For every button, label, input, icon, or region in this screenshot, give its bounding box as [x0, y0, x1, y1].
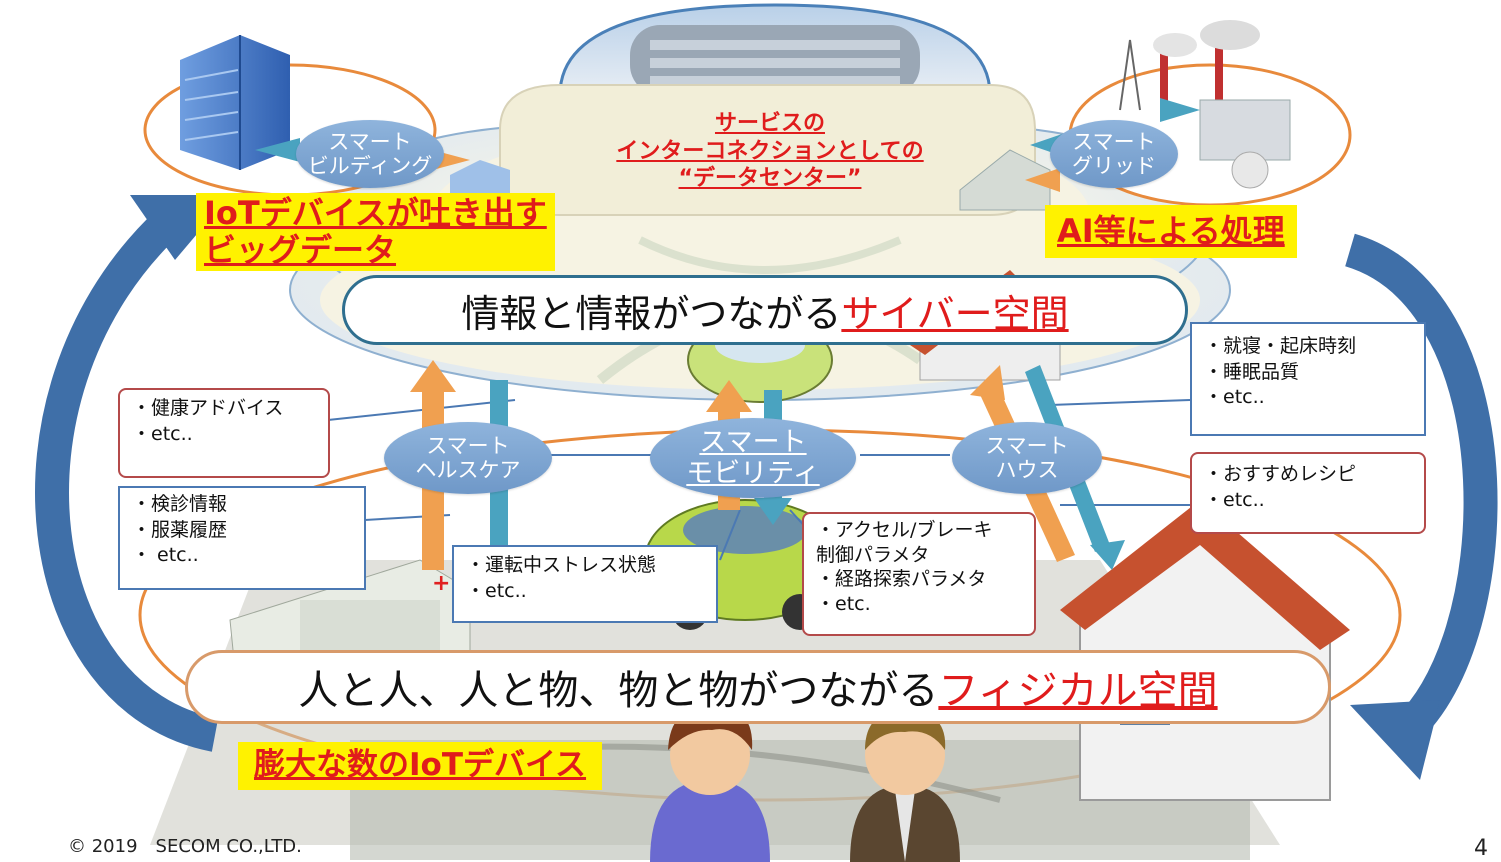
cyber-space-banner: 情報と情報がつながるサイバー空間 — [342, 275, 1188, 345]
smart-healthcare-bubble: スマート ヘルスケア — [384, 422, 552, 494]
smart-healthcare-line-2: ヘルスケア — [415, 458, 521, 482]
svg-text:+: + — [432, 571, 450, 596]
accel-line-2: 制御パラメタ — [816, 543, 930, 566]
smart-building-line-1: スマート — [328, 129, 412, 154]
smart-mobility-bubble: スマート モビリティ — [650, 418, 856, 498]
checkup-line-2: ・服薬履歴 — [132, 518, 228, 541]
datacenter-title-line-2: インターコネクションとしての — [616, 138, 924, 164]
cyber-space-prefix: 情報と情報がつながる — [461, 291, 842, 336]
iot-bigdata-line-2: ビッグデータ — [204, 230, 397, 269]
driving-stress-box: ・運転中ストレス状態 ・etc.. — [452, 545, 718, 623]
checkup-line-3: ・ etc.. — [132, 544, 199, 567]
accel-line-1: ・アクセル/ブレーキ — [816, 519, 993, 541]
smart-grid-bubble: スマート グリッド — [1050, 120, 1178, 188]
accel-brake-box: ・アクセル/ブレーキ 制御パラメタ ・経路探索パラメタ ・etc. — [802, 512, 1036, 636]
physical-space-banner: 人と人、人と物、物と物がつながるフィジカル空間 — [185, 650, 1331, 724]
health-advice-line-1: ・健康アドバイス — [132, 397, 284, 419]
smart-building-bubble: スマート ビルディング — [296, 120, 444, 188]
smart-mobility-line-1: スマート — [699, 426, 807, 458]
iot-bigdata-line-1: IoTデバイスが吐き出す — [204, 194, 547, 232]
ai-processing-label: AI等による処理 — [1045, 205, 1297, 258]
copyright-text: © 2019 SECOM CO.,LTD. — [68, 836, 302, 857]
sleep-line-3: ・etc.. — [1204, 386, 1265, 409]
datacenter-title-line-3: “データセンター” — [678, 166, 862, 191]
health-advice-line-2: ・etc.. — [132, 422, 193, 445]
accel-line-3: ・経路探索パラメタ — [816, 568, 987, 591]
smart-house-bubble: スマート ハウス — [952, 422, 1102, 494]
smart-house-line-1: スマート — [985, 433, 1069, 458]
recipe-line-1: ・おすすめレシピ — [1204, 463, 1357, 485]
recipe-box: ・おすすめレシピ ・etc.. — [1190, 452, 1426, 534]
recipe-line-2: ・etc.. — [1204, 488, 1265, 511]
smart-grid-line-2: グリッド — [1072, 154, 1156, 178]
datacenter-title-line-1: サービスの — [714, 111, 825, 136]
sleep-line-1: ・就寝・起床時刻 — [1204, 335, 1357, 357]
sleep-line-2: ・睡眠品質 — [1204, 360, 1300, 383]
cycle-arrows — [35, 195, 1498, 780]
driving-stress-line-2: ・etc.. — [466, 579, 527, 602]
driving-stress-line-1: ・運転中ストレス状態 — [466, 554, 657, 576]
cyber-space-highlight: サイバー空間 — [841, 291, 1069, 336]
building-illustration — [180, 35, 510, 200]
datacenter-dome — [558, 3, 992, 97]
checkup-line-1: ・検診情報 — [132, 493, 228, 515]
iot-bigdata-label: IoTデバイスが吐き出す ビッグデータ — [196, 193, 555, 271]
smart-building-line-2: ビルディング — [307, 154, 433, 178]
physical-space-highlight: フィジカル空間 — [938, 668, 1218, 714]
smart-mobility-line-2: モビリティ — [686, 458, 820, 489]
power-plant-illustration — [959, 20, 1291, 211]
health-advice-box: ・健康アドバイス ・etc.. — [118, 388, 330, 478]
smart-healthcare-line-1: スマート — [426, 433, 510, 458]
iot-devices-label: 膨大な数のIoTデバイス — [238, 742, 603, 790]
accel-line-4: ・etc. — [816, 593, 871, 616]
physical-space-prefix: 人と人、人と物、物と物がつながる — [298, 668, 939, 714]
datacenter-title: サービスの インターコネクションとしての “データセンター” — [560, 110, 980, 193]
smart-grid-line-1: スマート — [1072, 129, 1156, 154]
sleep-box: ・就寝・起床時刻 ・睡眠品質 ・etc.. — [1190, 322, 1426, 436]
checkup-box: ・検診情報 ・服薬履歴 ・ etc.. — [118, 486, 366, 590]
smart-house-line-2: ハウス — [995, 458, 1059, 482]
page-number: 4 — [1474, 836, 1488, 861]
